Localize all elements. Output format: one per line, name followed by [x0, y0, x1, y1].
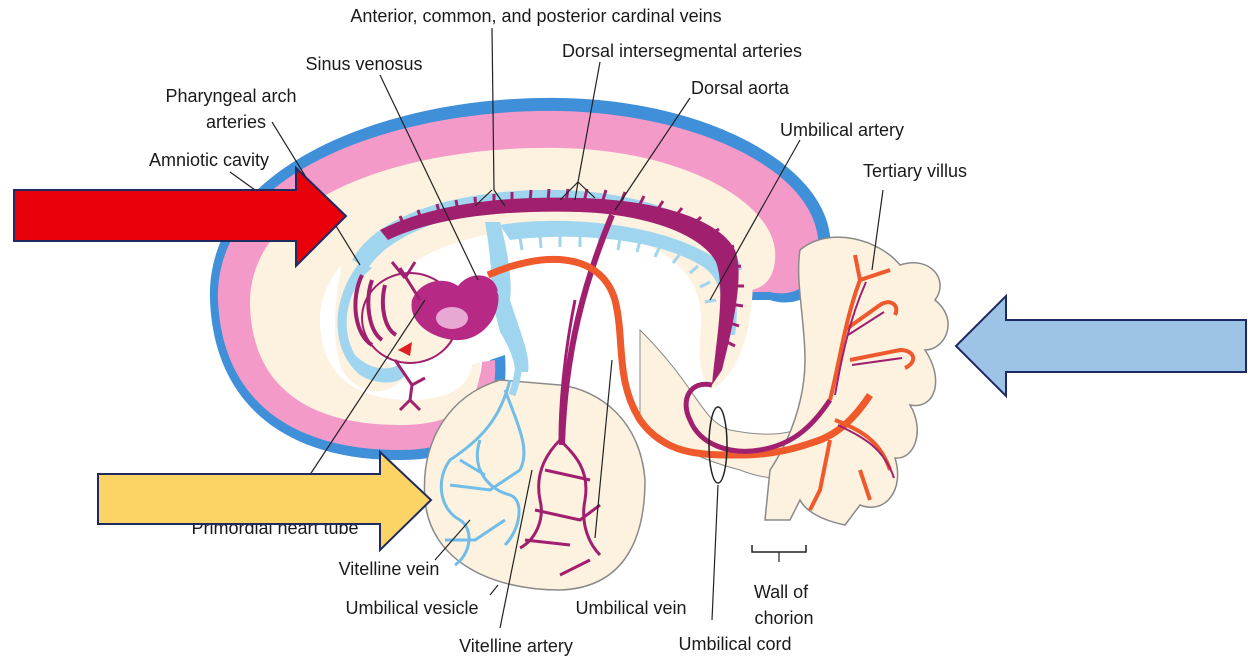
wall-of-chorion-bracket [752, 545, 806, 552]
label-umbilical-vein: Umbilical vein [575, 598, 686, 618]
label-tertiary-villus: Tertiary villus [863, 161, 967, 181]
label-dorsal-aorta: Dorsal aorta [691, 78, 790, 98]
heart-highlight [436, 307, 468, 329]
label-vitelline-artery: Vitelline artery [459, 636, 573, 656]
label-vitelline-vein: Vitelline vein [339, 559, 440, 579]
red-arrow [14, 168, 346, 266]
label-umbilical-vesicle: Umbilical vesicle [345, 598, 478, 618]
label-dorsal-intersegmental: Dorsal intersegmental arteries [562, 41, 802, 61]
label-sinus-venosus: Sinus venosus [305, 54, 422, 74]
blue-arrow [956, 296, 1246, 396]
label-cardinal-veins: Anterior, common, and posterior cardinal… [350, 6, 721, 26]
label-umbilical-cord: Umbilical cord [678, 634, 791, 654]
label-wall-of-chorion-line2: chorion [754, 608, 813, 628]
label-pharyngeal-line1: Pharyngeal arch [165, 86, 296, 106]
label-pharyngeal-line2: arteries [206, 112, 266, 132]
label-wall-of-chorion-line1: Wall of [754, 582, 809, 602]
label-umbilical-artery: Umbilical artery [780, 120, 904, 140]
label-amniotic-cavity: Amniotic cavity [149, 150, 269, 170]
